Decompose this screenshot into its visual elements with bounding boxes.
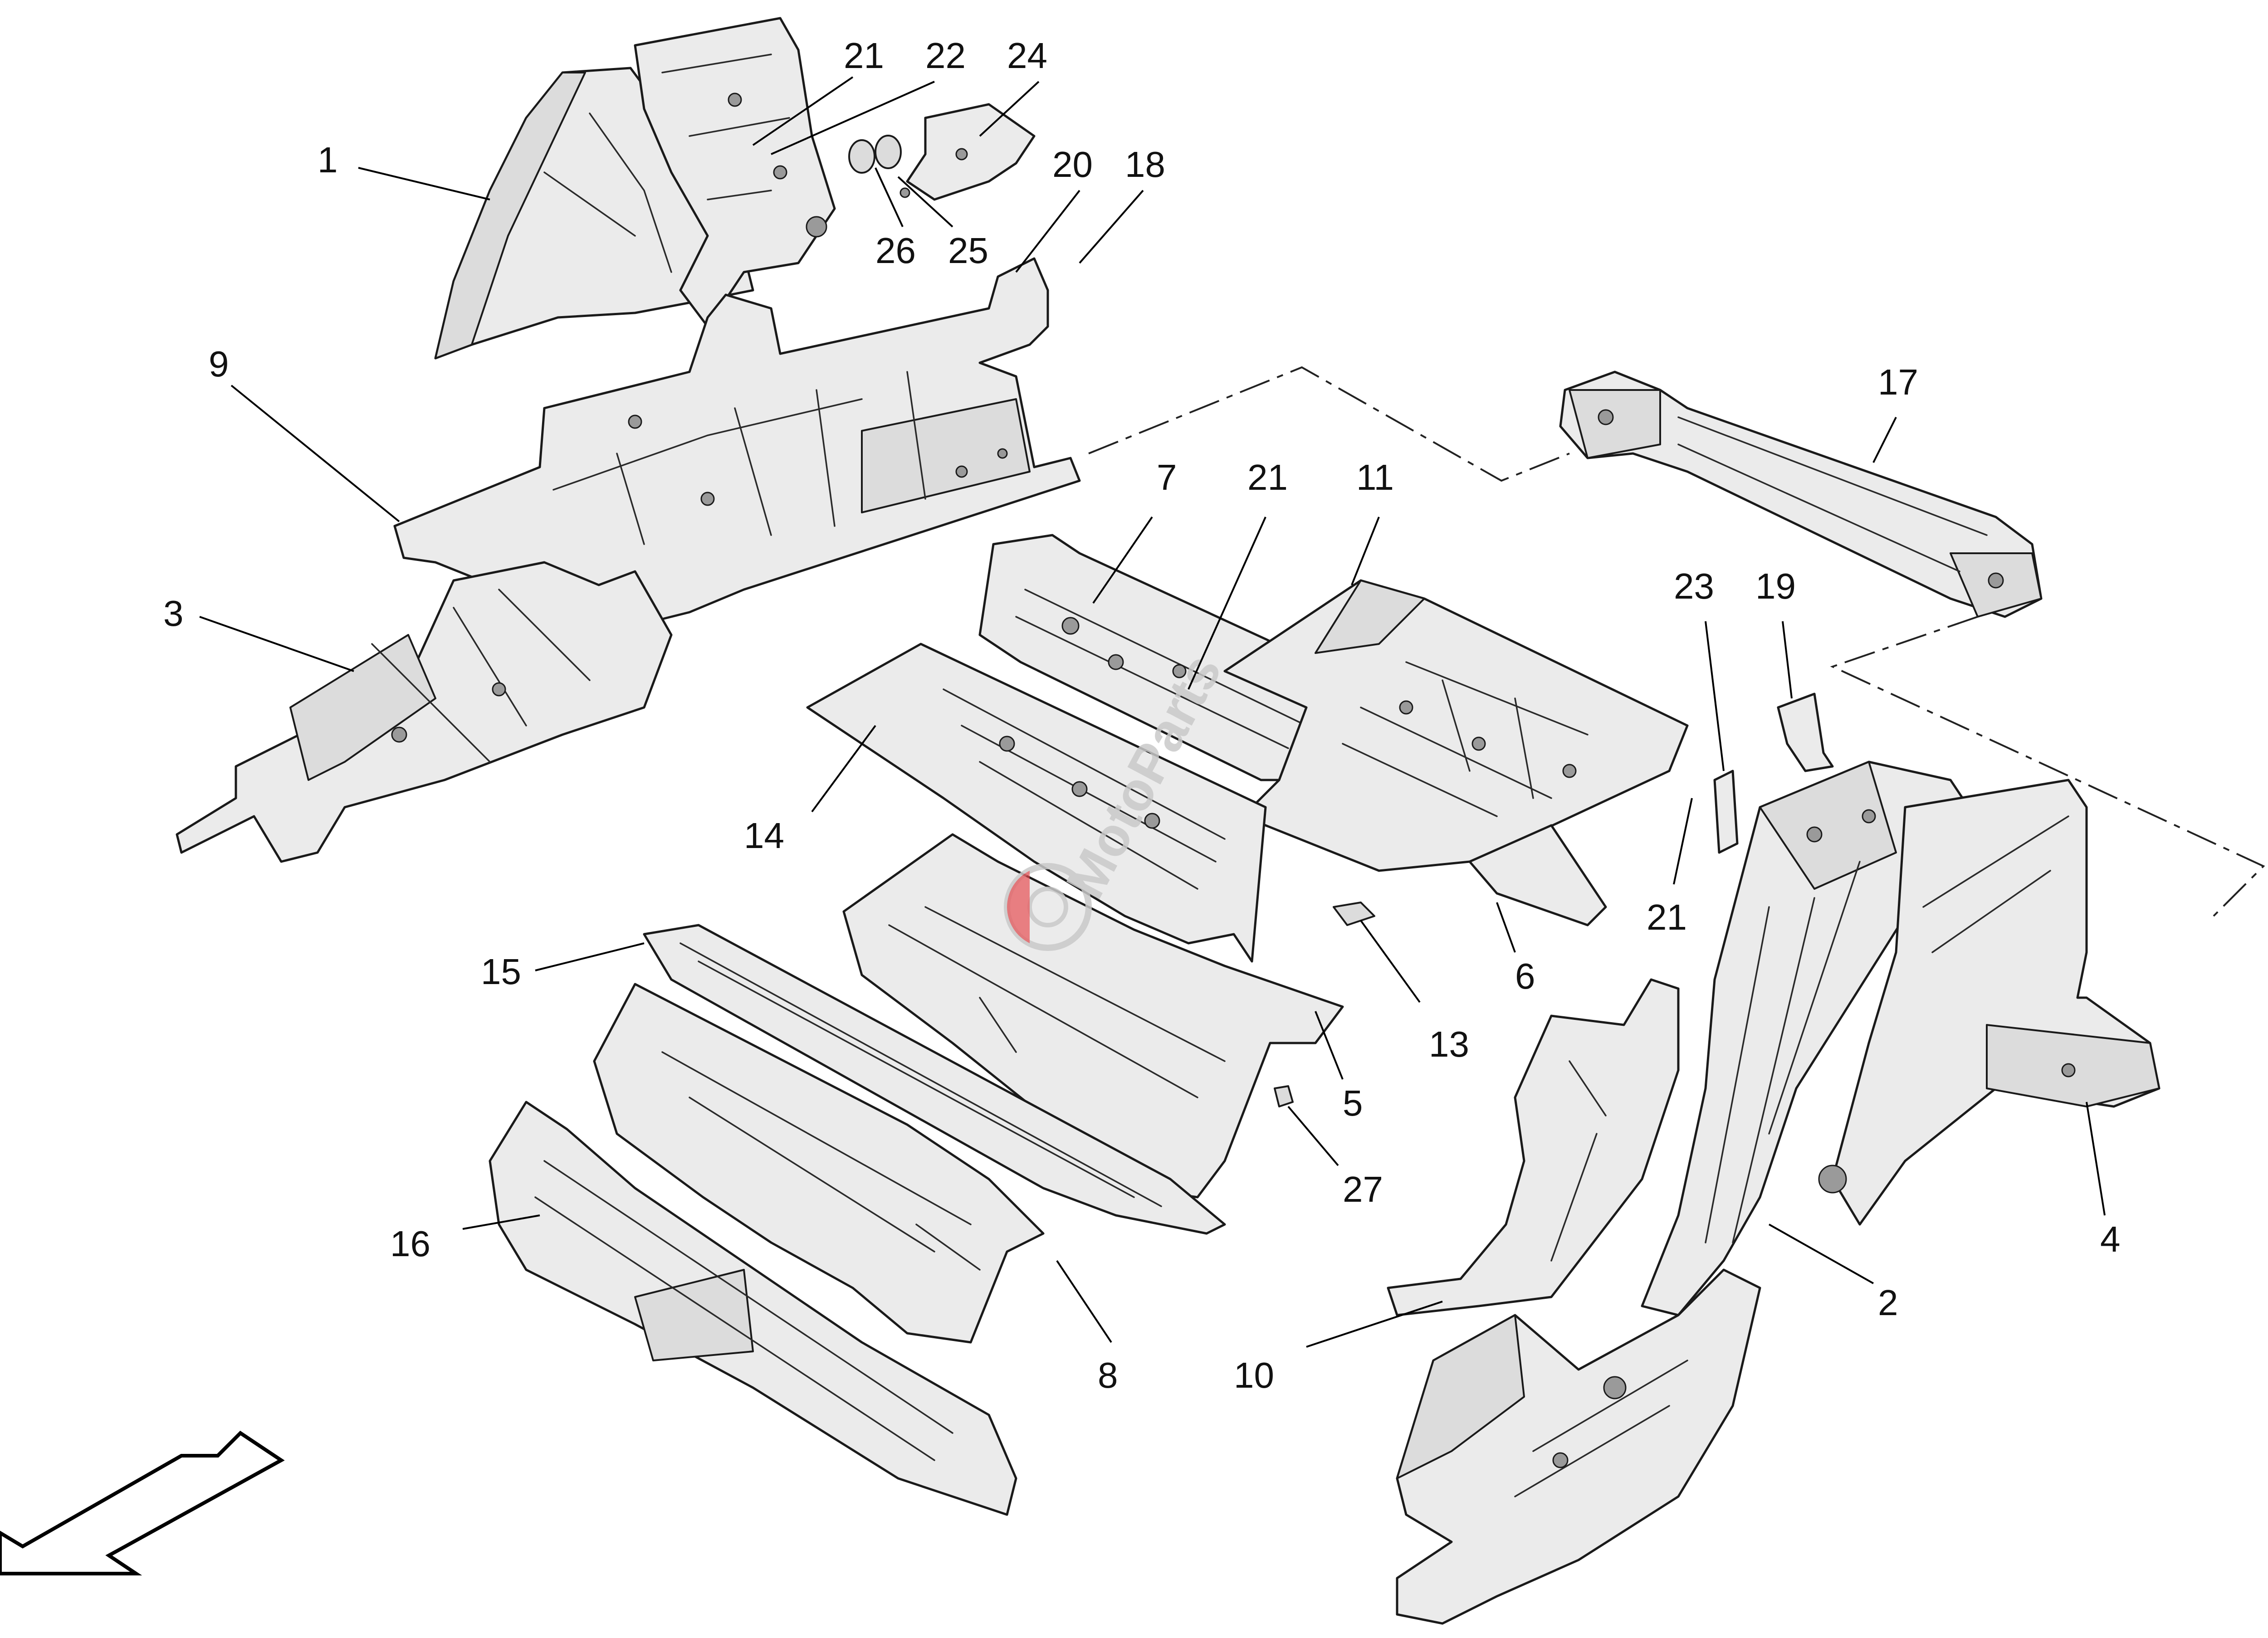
callout-20: 20 <box>1052 144 1093 185</box>
part-25-26-grommets <box>848 135 910 198</box>
callout-13: 13 <box>1429 1024 1469 1064</box>
part-21-22-bracket-cluster <box>634 17 836 328</box>
callout-9: 9 <box>209 344 229 384</box>
callout-11: 11 <box>1356 457 1394 497</box>
callout-4: 4 <box>2100 1219 2121 1259</box>
part-13-clip <box>1333 902 1375 926</box>
callout-26: 26 <box>875 230 916 271</box>
part-4-rear-panel <box>1818 779 2160 1226</box>
callout-6: 6 <box>1515 956 1535 996</box>
callout-16: 16 <box>390 1224 430 1264</box>
part-23-small-bracket <box>1713 770 1739 854</box>
callout-19: 19 <box>1755 566 1796 606</box>
callout-17: 17 <box>1878 362 1918 402</box>
phantom-alignment-lines <box>1088 366 2265 917</box>
callout-14: 14 <box>744 815 784 856</box>
callout-27: 27 <box>1343 1169 1383 1209</box>
lower-right-longitudinal <box>1396 1268 1761 1625</box>
callout-21: 21 <box>1647 897 1687 937</box>
part-3-side-member <box>176 561 673 863</box>
part-19-small-bracket <box>1777 692 1834 772</box>
callout-1: 1 <box>318 140 338 180</box>
callout-21: 21 <box>1247 457 1288 497</box>
leader-lines <box>199 76 2106 1348</box>
part-24-bracket <box>906 103 1036 201</box>
callout-8: 8 <box>1098 1355 1118 1395</box>
part-14-floor-panel <box>806 643 1267 963</box>
part-5-insulation-mat <box>842 833 1344 1199</box>
part-10-side-bracket <box>1387 978 1680 1316</box>
callout-24: 24 <box>1007 35 1047 76</box>
callout-3: 3 <box>163 593 184 634</box>
callout-10: 10 <box>1234 1355 1274 1395</box>
callout-labels: 1 21 22 24 20 18 26 25 9 17 7 21 11 3 23… <box>163 35 2121 1395</box>
callout-23: 23 <box>1674 566 1714 606</box>
part-27-clip <box>1274 1085 1294 1107</box>
callout-21: 21 <box>844 35 884 76</box>
part-16-lower-trim <box>489 1101 1017 1516</box>
callout-18: 18 <box>1125 144 1165 185</box>
part-17-bumper-beam <box>1559 370 2043 618</box>
callout-15: 15 <box>481 951 521 992</box>
part-7-cross-member <box>978 534 1326 781</box>
direction-arrow-icon <box>0 1430 285 1575</box>
callout-7: 7 <box>1157 457 1177 497</box>
callout-22: 22 <box>925 35 966 76</box>
callout-2: 2 <box>1878 1282 1898 1323</box>
callout-25: 25 <box>948 230 988 271</box>
part-8-insulation-panel <box>593 983 1045 1344</box>
part-15-tunnel-trim <box>643 924 1226 1235</box>
part-2-side-member-assembly <box>1641 760 1970 1316</box>
brake-disc-logo-icon <box>1004 863 1092 951</box>
part-6-floor-rail <box>1468 824 1607 926</box>
callout-5: 5 <box>1343 1083 1363 1123</box>
